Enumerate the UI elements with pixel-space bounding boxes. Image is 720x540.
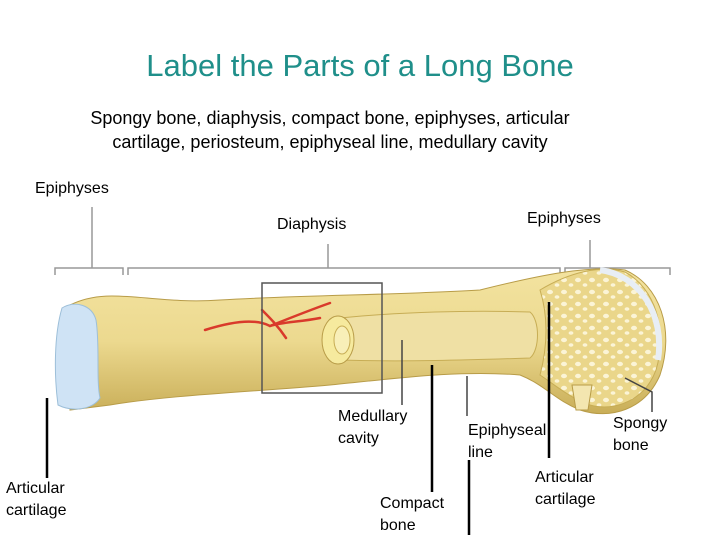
word-bank-line-1: Spongy bone, diaphysis, compact bone, ep… bbox=[90, 108, 570, 128]
label-spongy-bone: Spongy bone bbox=[613, 415, 668, 454]
label-diaphysis: Diaphysis bbox=[277, 216, 347, 233]
leader-spongy bbox=[624, 377, 653, 412]
bracket-epiphysis-right bbox=[564, 240, 671, 275]
medullary-cavity-region bbox=[339, 310, 538, 362]
label-articular-cartilage-right: Articular cartilage bbox=[535, 469, 596, 508]
highlight-box bbox=[261, 282, 383, 394]
page-title: Label the Parts of a Long Bone bbox=[146, 48, 574, 83]
label-epiphyses-right: Epiphyses bbox=[527, 210, 601, 227]
blood-vessels bbox=[203, 301, 332, 340]
label-compact-bone: Compact bone bbox=[380, 495, 445, 534]
label-epiphyses-left: Epiphyses bbox=[35, 180, 109, 197]
word-bank: Spongy bone, diaphysis, compact bone, ep… bbox=[30, 106, 630, 154]
bracket-epiphysis-left bbox=[54, 207, 124, 275]
bone-cut-notch bbox=[571, 384, 593, 411]
label-epiphyseal-line: Epiphyseal line bbox=[468, 422, 547, 461]
articular-cartilage-right bbox=[599, 267, 663, 361]
spongy-bone-region bbox=[539, 268, 661, 408]
word-bank-line-2: cartilage, periosteum, epiphyseal line, … bbox=[112, 132, 548, 152]
bracket-diaphysis bbox=[127, 244, 561, 275]
label-articular-cartilage-left: Articular cartilage bbox=[6, 480, 67, 519]
articular-cartilage-left bbox=[54, 303, 101, 410]
label-medullary-cavity: Medullary cavity bbox=[338, 408, 408, 447]
compact-bone-core bbox=[333, 325, 351, 355]
